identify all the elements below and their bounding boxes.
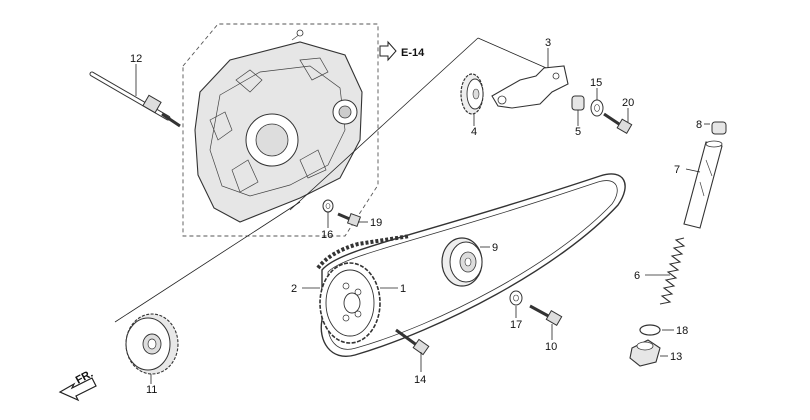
callout-19: 19 bbox=[370, 217, 382, 229]
callout-3: 3 bbox=[545, 37, 551, 49]
callout-14: 14 bbox=[414, 374, 426, 386]
callout-8: 8 bbox=[696, 119, 702, 131]
part-7-pushrod[interactable] bbox=[683, 140, 723, 229]
callout-11: 11 bbox=[146, 384, 157, 396]
part-20-bolt[interactable] bbox=[603, 112, 633, 135]
callout-15: 15 bbox=[590, 77, 602, 89]
part-18-o-ring[interactable] bbox=[639, 324, 661, 336]
part-15-washer[interactable] bbox=[590, 99, 604, 117]
part-13-sealing-bolt[interactable] bbox=[629, 339, 661, 367]
part-12-shaft[interactable] bbox=[89, 71, 181, 128]
part-19-bolt[interactable] bbox=[337, 212, 362, 228]
callout-2: 2 bbox=[291, 283, 297, 295]
callout-13: 13 bbox=[670, 351, 682, 363]
part-5-collar[interactable] bbox=[571, 95, 585, 111]
callout-5: 5 bbox=[575, 126, 581, 138]
callout-10: 10 bbox=[545, 341, 557, 353]
callout-1: 1 bbox=[400, 283, 406, 295]
part-10-bolt[interactable] bbox=[529, 304, 563, 327]
front-direction-indicator: FR. bbox=[58, 368, 97, 402]
part-14-bolt[interactable] bbox=[395, 328, 430, 356]
callout-16: 16 bbox=[321, 229, 333, 241]
callout-20: 20 bbox=[622, 97, 634, 109]
callout-9: 9 bbox=[492, 242, 498, 254]
reference-e14[interactable]: E-14 bbox=[379, 40, 425, 62]
part-16-washer[interactable] bbox=[322, 199, 334, 213]
crankcase-assembly bbox=[182, 23, 379, 237]
part-11-drive-sprocket[interactable] bbox=[125, 313, 179, 375]
part-8-cap[interactable] bbox=[711, 121, 727, 135]
callout-7: 7 bbox=[674, 164, 680, 176]
callout-4: 4 bbox=[471, 126, 477, 138]
part-2-cam-chain[interactable] bbox=[316, 173, 626, 357]
reference-label: E-14 bbox=[401, 47, 425, 59]
part-1-cam-sprocket[interactable] bbox=[319, 262, 381, 344]
part-4-tensioner-sprocket[interactable] bbox=[460, 73, 484, 115]
callout-12: 12 bbox=[130, 53, 142, 65]
part-3-bracket[interactable] bbox=[491, 65, 569, 109]
part-9-guide-roller[interactable] bbox=[441, 237, 483, 287]
part-17-washer[interactable] bbox=[509, 290, 523, 306]
callout-17: 17 bbox=[510, 319, 522, 331]
part-6-spring[interactable] bbox=[659, 237, 686, 305]
callout-18: 18 bbox=[676, 325, 688, 337]
callout-6: 6 bbox=[634, 270, 640, 282]
